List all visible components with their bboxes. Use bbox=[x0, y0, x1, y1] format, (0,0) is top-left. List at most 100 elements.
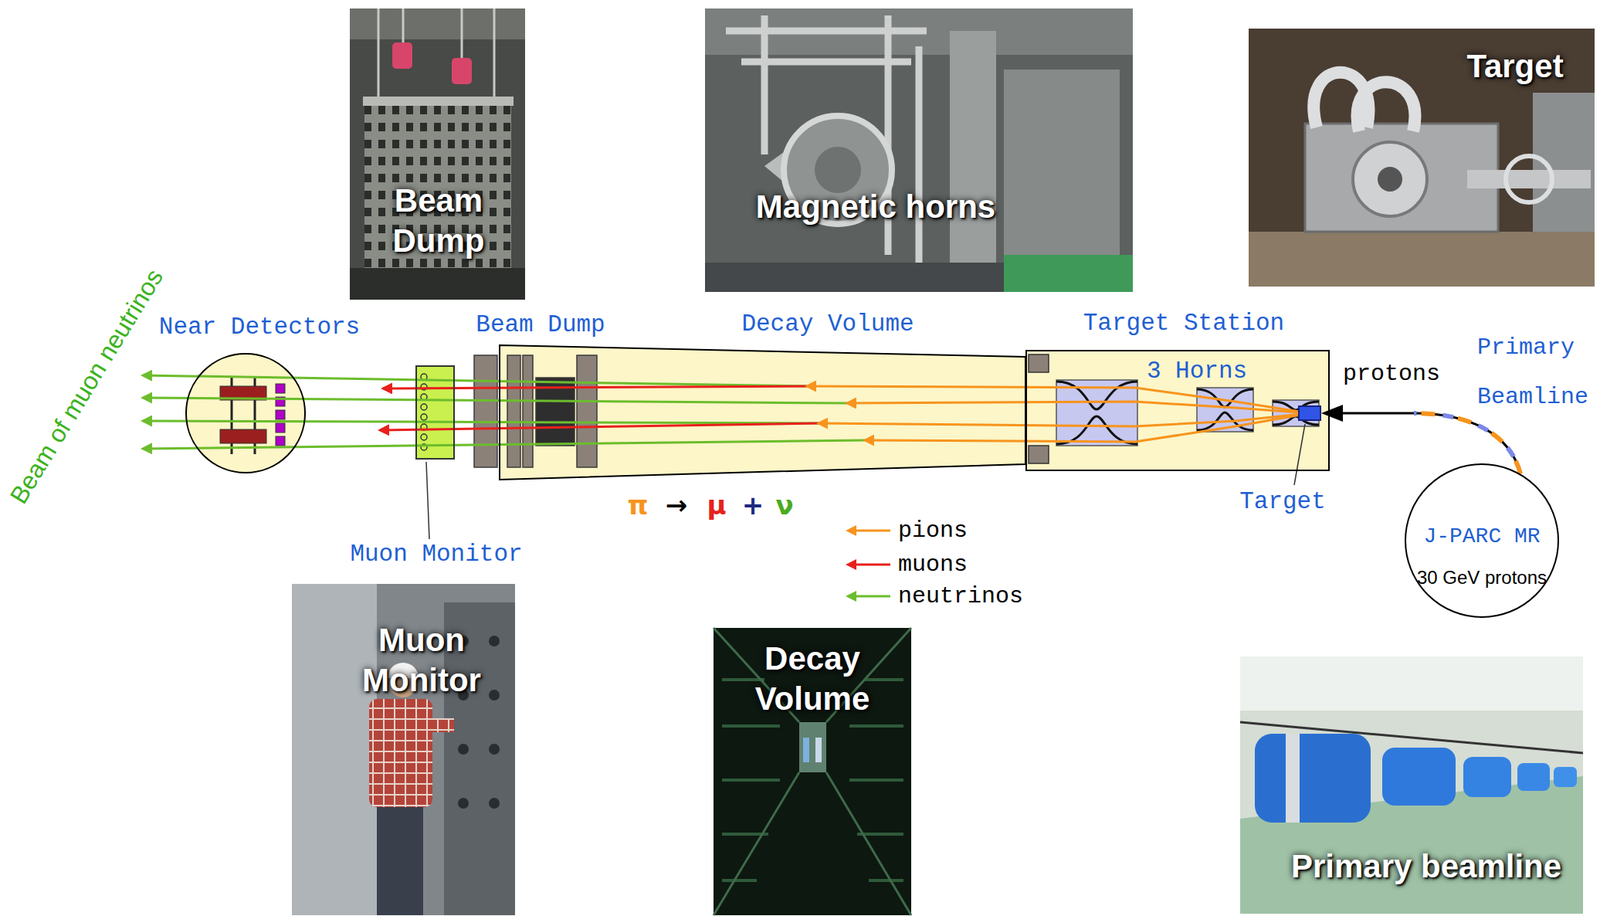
photo-magnetic-horns bbox=[705, 262, 1004, 292]
beamline-fills bbox=[499, 345, 1026, 480]
photo-primary-beamline bbox=[1553, 766, 1577, 787]
photo-primary-beamline bbox=[1240, 656, 1584, 711]
component-label: Muon Monitor bbox=[332, 620, 511, 701]
station-shielding bbox=[1028, 354, 1049, 373]
photo-target bbox=[1248, 231, 1595, 287]
muon-monitor-box: Muon Monitor bbox=[415, 365, 455, 460]
beam-label: Beam of muon neutrinos bbox=[3, 264, 169, 509]
component-label: Decay Volume bbox=[727, 638, 898, 719]
photo-decay-volume bbox=[713, 627, 912, 916]
near-detector-icon bbox=[275, 410, 285, 420]
muon-tracks bbox=[383, 386, 807, 389]
photo-beam-dump bbox=[451, 57, 472, 85]
photo-muon-monitor bbox=[457, 797, 469, 809]
neutrino-tracks bbox=[142, 375, 807, 387]
decay-volume-outline bbox=[499, 345, 1026, 480]
photo-primary-beamline bbox=[1285, 733, 1300, 823]
component-label: Magnetic horns bbox=[755, 186, 996, 228]
decay-formula: ν bbox=[775, 489, 794, 521]
shape-label: J-PARC MR bbox=[1423, 524, 1540, 549]
component-label: Beam Dump bbox=[475, 311, 605, 339]
legend-label: neutrinos bbox=[898, 583, 1024, 610]
beam-connector bbox=[1321, 404, 1343, 422]
legend-arrow bbox=[853, 595, 891, 598]
muon-monitor-sensors bbox=[420, 433, 428, 441]
photo-muon-monitor bbox=[423, 718, 455, 733]
legend-arrow bbox=[845, 559, 857, 570]
photo-beam-dump bbox=[378, 8, 495, 101]
legend-arrow bbox=[845, 590, 857, 602]
legend-arrow bbox=[844, 588, 892, 604]
photo-muon-monitor bbox=[291, 583, 516, 916]
neutrino-tracks bbox=[142, 375, 865, 449]
leader-lines bbox=[1294, 423, 1306, 485]
photo-magnetic-horns bbox=[949, 30, 997, 278]
decay-formula: μ bbox=[706, 489, 726, 521]
beam-dump-blocks bbox=[507, 355, 521, 468]
component-label: Primary beamline bbox=[1291, 846, 1562, 887]
detector-circle: Near Detectors bbox=[185, 352, 306, 474]
photo-beam-dump bbox=[349, 267, 526, 300]
photo-panel: Target bbox=[1248, 28, 1595, 287]
legend-label: muons bbox=[898, 551, 968, 578]
photo-primary-beamline bbox=[1240, 656, 1584, 914]
photo-magnetic-horns bbox=[1003, 254, 1133, 292]
photo-target bbox=[1377, 166, 1403, 192]
shape-label: Near Detectors bbox=[159, 313, 360, 341]
pion-tracks bbox=[864, 413, 1310, 442]
beam-connector bbox=[1413, 413, 1521, 474]
photo-muon-monitor bbox=[291, 583, 516, 916]
photo-muon-monitor bbox=[488, 689, 500, 701]
target-station: Target Station3 HornsTarget bbox=[1025, 349, 1330, 472]
photo-target bbox=[1467, 169, 1591, 189]
beam-connector bbox=[1413, 413, 1521, 474]
photo-decay-volume bbox=[799, 722, 827, 773]
beam-dump-blocks bbox=[576, 355, 597, 468]
photo-panel: Beam Dump bbox=[349, 8, 526, 300]
decay-volume-outline bbox=[499, 345, 1026, 480]
decay-formula: + bbox=[742, 489, 765, 521]
legend-arrow bbox=[845, 525, 857, 536]
photo-muon-monitor bbox=[488, 743, 500, 755]
beamline-fills bbox=[185, 352, 306, 474]
component-label: 3 Horns bbox=[1146, 357, 1248, 385]
muon-monitor-sensors bbox=[420, 403, 428, 411]
horn-symbols bbox=[1056, 379, 1138, 446]
photo-target bbox=[1313, 72, 1415, 132]
beamline-label: Primary Beamline bbox=[1477, 322, 1590, 422]
pion-tracks bbox=[806, 386, 1310, 414]
photo-magnetic-horns bbox=[1003, 69, 1120, 255]
near-detector-icon bbox=[275, 436, 285, 446]
legend-label: pions bbox=[898, 517, 968, 544]
photo-muon-monitor bbox=[376, 803, 424, 916]
legend-arrow bbox=[853, 563, 891, 567]
photo-decay-volume bbox=[713, 627, 912, 916]
photo-target bbox=[1248, 28, 1595, 287]
legend-arrow bbox=[853, 529, 891, 533]
detector-circle-outline bbox=[186, 353, 306, 473]
photo-target bbox=[1505, 155, 1553, 203]
decay-formula: → bbox=[665, 489, 689, 521]
leader-lines bbox=[426, 461, 430, 539]
photo-panel: Primary beamline bbox=[1240, 656, 1584, 914]
near-detector-icon bbox=[220, 376, 285, 455]
near-detector-icon bbox=[220, 429, 267, 444]
photo-beam-dump bbox=[392, 42, 413, 69]
target-box: Target bbox=[1298, 405, 1322, 421]
shape-label: 30 GeV protons bbox=[1416, 566, 1547, 589]
component-label: Beam Dump bbox=[361, 180, 516, 262]
photo-muon-monitor bbox=[488, 797, 500, 809]
muon-tracks bbox=[379, 423, 819, 431]
photo-magnetic-horns bbox=[705, 8, 1133, 292]
photo-muon-monitor bbox=[457, 743, 469, 755]
photo-decay-volume bbox=[815, 737, 822, 763]
decay-volume: Decay Volume bbox=[499, 345, 1026, 480]
photo-magnetic-horns bbox=[705, 8, 1133, 292]
ring-circle-outline bbox=[1405, 464, 1559, 617]
component-label: Target Station bbox=[1083, 309, 1285, 337]
photo-primary-beamline bbox=[1382, 747, 1456, 806]
photo-muon-monitor bbox=[291, 583, 377, 916]
component-label: Target bbox=[1239, 488, 1326, 516]
